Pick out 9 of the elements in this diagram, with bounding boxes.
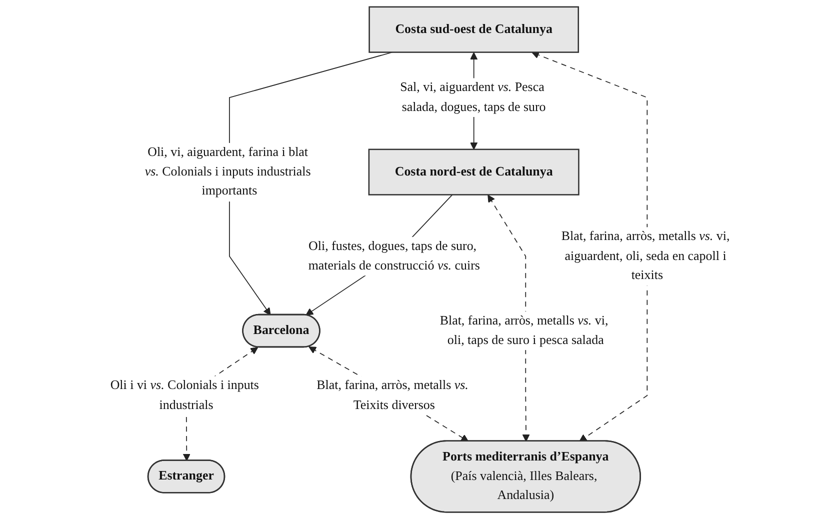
- edge-label: Oli, vi, aiguardent, farina i blat vs. Colonials i inputs industrials importants: [145, 146, 312, 198]
- edge-label: Oli, fustes, dogues, taps de suro, materials de construcció vs. cuirs: [308, 239, 480, 273]
- edge-label: Blat, farina, arròs, metalls vs. vi, aiguardent, oli, seda en capoll i teixits: [562, 230, 730, 282]
- node-box: Costa nord-est de Catalunya: [368, 148, 580, 196]
- node-box: Costa sud-oest de Catalunya: [368, 6, 580, 53]
- edge-label: Blat, farina, arròs, metalls vs. Teixits diversos: [316, 378, 469, 412]
- edge-label: Oli i vi vs. Colonials i inputs industrials: [110, 378, 260, 412]
- edge-label: Sal, vi, aiguardent vs. Pesca salada, dogues, taps de suro: [400, 80, 546, 114]
- edge-label: Blat, farina, arròs, metalls vs. vi, oli, taps de suro i pesca salada: [440, 314, 608, 348]
